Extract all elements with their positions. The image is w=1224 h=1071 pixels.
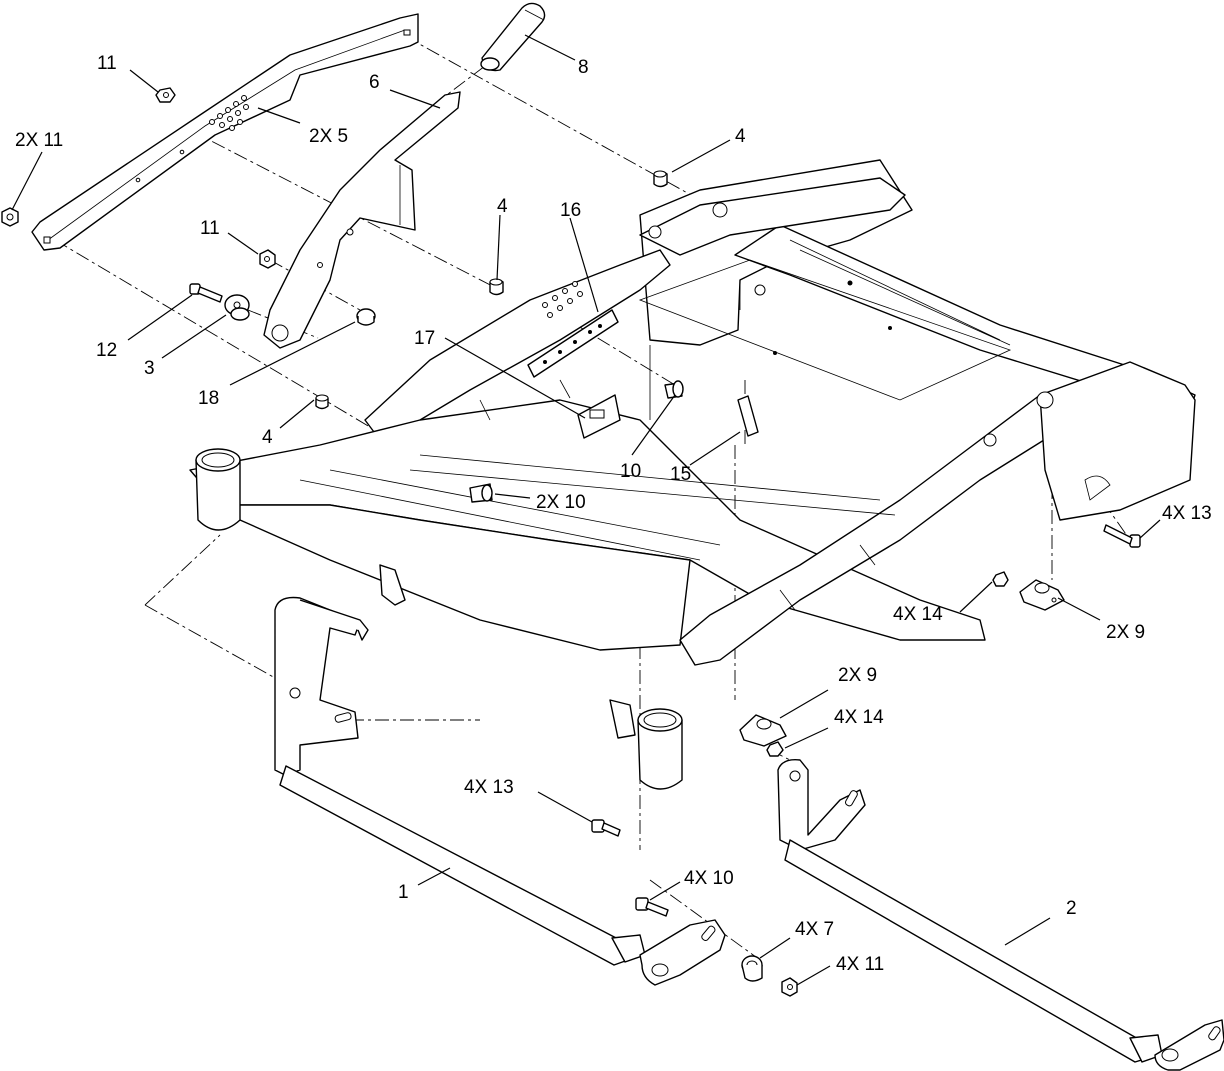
callout-4x14-right: 4X 14 <box>893 604 943 625</box>
callout-11-top: 11 <box>97 53 117 74</box>
nut-part-14-right <box>992 571 1009 587</box>
callout-8: 8 <box>578 57 589 78</box>
callout-15: 15 <box>670 464 691 485</box>
callout-12: 12 <box>96 340 117 361</box>
nut-part-11-top <box>155 87 176 103</box>
callout-4-mid: 4 <box>497 196 508 217</box>
decal-part-17 <box>577 394 621 439</box>
nut-part-11-mid <box>259 249 276 269</box>
pin-part-10 <box>664 380 684 399</box>
lever-arm-part-6 <box>263 91 461 349</box>
callout-4-left: 4 <box>262 427 273 448</box>
main-frame <box>189 159 1196 790</box>
callout-2x10: 2X 10 <box>536 492 586 513</box>
callout-16: 16 <box>560 200 581 221</box>
hardware-left-cluster <box>1 87 668 410</box>
frame-post-left <box>195 448 241 531</box>
nut-part-11-left <box>1 207 19 227</box>
callout-2x9-right: 2X 9 <box>1106 622 1145 643</box>
callout-17: 17 <box>414 328 435 349</box>
clamp-part-9-right <box>1019 579 1065 611</box>
callout-2x5: 2X 5 <box>309 126 348 147</box>
side-plate-part-5 <box>31 13 419 251</box>
callout-4x11: 4X 11 <box>836 954 884 975</box>
callout-18: 18 <box>198 388 219 409</box>
spacer-part-4-left <box>315 394 329 410</box>
clamp-part-9-mid <box>739 714 787 747</box>
bolt-part-13-right <box>1103 524 1141 548</box>
rod-part-15 <box>737 395 759 437</box>
bolt-part-12 <box>189 283 223 303</box>
spacer-part-4-mid <box>489 278 504 296</box>
bushing-part-3 <box>224 294 250 321</box>
nut-part-11-bottom <box>781 977 798 997</box>
lift-arm-part-2 <box>777 759 1224 1071</box>
bolt-part-13-bottom <box>591 819 621 837</box>
lift-arm-part-1 <box>274 596 726 986</box>
bolt-part-10-bottom <box>635 897 669 917</box>
callout-10: 10 <box>620 461 641 482</box>
pin-part-18 <box>356 308 376 326</box>
callout-4x10: 4X 10 <box>684 868 734 889</box>
callout-11-mid: 11 <box>200 218 220 239</box>
callout-4x13-bottom: 4X 13 <box>464 777 514 798</box>
callout-4x13-right: 4X 13 <box>1162 503 1212 524</box>
callout-2x11: 2X 11 <box>15 130 63 151</box>
callout-4x14-mid: 4X 14 <box>834 707 884 728</box>
handle-grip-part-8 <box>480 2 546 72</box>
callout-2x9-mid: 2X 9 <box>838 665 877 686</box>
callout-2: 2 <box>1066 898 1077 919</box>
nut-part-14-mid <box>766 741 784 757</box>
callout-3: 3 <box>144 358 155 379</box>
bushing-part-7 <box>741 955 763 982</box>
decal-part-16 <box>527 309 619 378</box>
callout-4x7: 4X 7 <box>795 919 834 940</box>
frame-post-right <box>637 708 683 790</box>
callout-1: 1 <box>398 882 409 903</box>
spacer-part-4-right <box>653 170 668 188</box>
callout-labels: 2X 11 11 2X 5 6 8 4 4 16 11 12 3 18 17 4… <box>15 53 1212 975</box>
callout-6: 6 <box>369 72 380 93</box>
leader-lines <box>11 34 1161 986</box>
callout-4-right: 4 <box>735 126 746 147</box>
pin-part-10-left <box>469 483 493 503</box>
